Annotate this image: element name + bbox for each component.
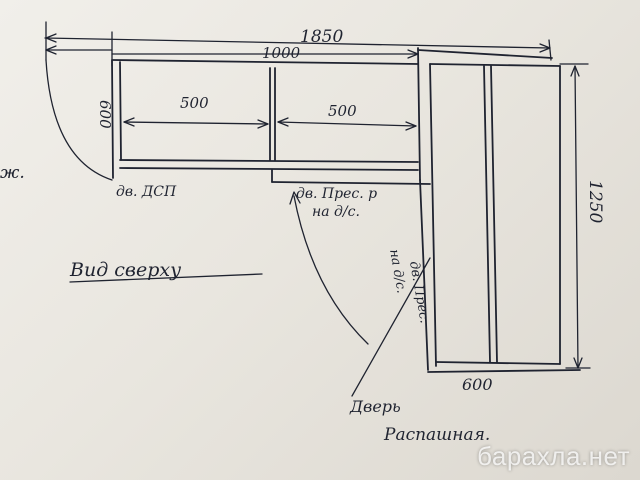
dim-500-left-label: 500 <box>180 94 209 112</box>
note-mid-door-2: на д/с. <box>312 204 360 220</box>
dim-500-right-label: 500 <box>328 102 357 120</box>
dimension-1000 <box>45 31 419 67</box>
note-mid-door-1: дв. Прес. р <box>296 186 377 202</box>
left-cabinet-outline <box>111 47 431 185</box>
right-door-arc <box>293 195 369 345</box>
dim-1000-label: 1000 <box>262 44 301 62</box>
door-arrow-head <box>289 191 301 205</box>
right-cabinet-outline <box>417 49 581 373</box>
dim-600-bottom-label: 600 <box>462 375 493 394</box>
section-500-left-arrow <box>123 117 269 129</box>
door-label-1: Дверь <box>349 397 401 416</box>
left-door-arc <box>45 59 113 181</box>
note-left-door: дв. ДСП <box>116 184 177 200</box>
dim-600-left-label: 600 <box>96 100 114 129</box>
edge-fragment: ж. <box>0 163 25 183</box>
view-title: Вид сверху <box>69 259 181 281</box>
watermark-logo: барахла.нет <box>477 441 630 471</box>
door-leader-line <box>351 257 431 397</box>
dim-1250-label: 1250 <box>585 180 605 223</box>
dimension-1850 <box>44 21 552 61</box>
door-label-2: Распашная. <box>383 425 490 445</box>
note-right-door-2: на д/с. <box>386 248 408 294</box>
section-500-right-arrow <box>277 117 417 131</box>
view-title-underline <box>69 273 263 283</box>
dimension-1250 <box>559 63 591 369</box>
dim-1850-label: 1850 <box>300 27 343 47</box>
